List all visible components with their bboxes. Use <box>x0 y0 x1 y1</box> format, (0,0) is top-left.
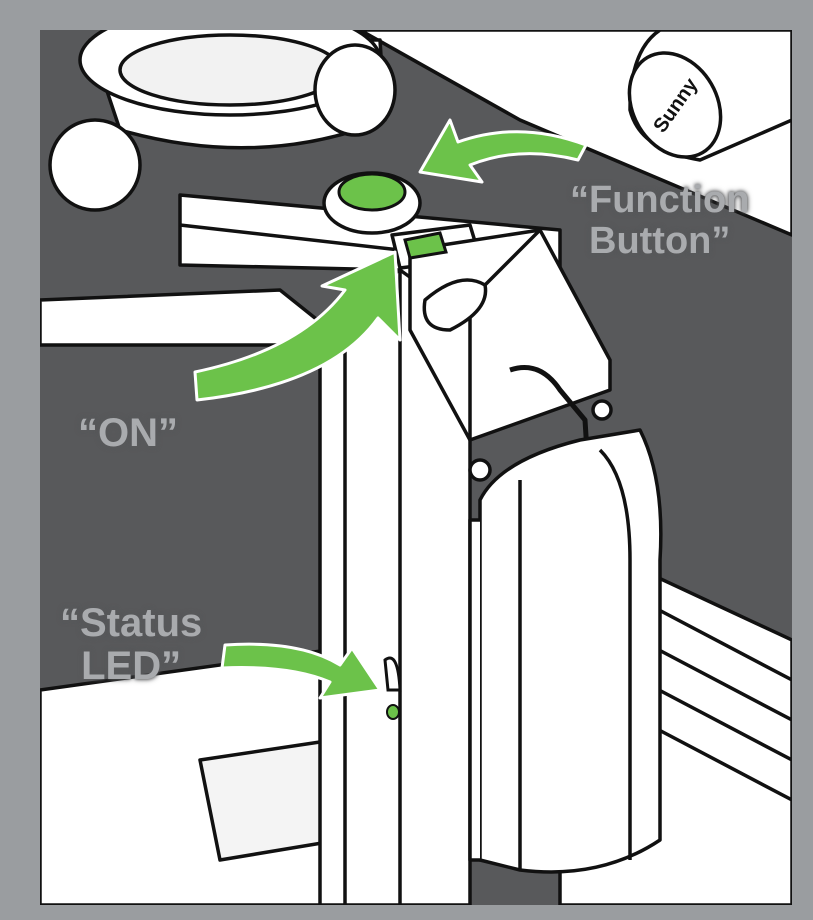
on-label-text: “ON” <box>78 411 178 455</box>
function-button-label-line1: “Function <box>570 179 750 221</box>
function-button[interactable] <box>337 172 407 212</box>
left-knob <box>48 118 142 212</box>
battery <box>478 428 663 874</box>
device-illustration: Sunny <box>40 30 792 905</box>
right-knob <box>313 43 397 137</box>
status-led-label: “Status LED” <box>60 601 203 689</box>
left-bar <box>40 288 332 347</box>
on-label: “ON” <box>78 411 178 455</box>
arrow-to-on-switch-icon <box>193 250 402 402</box>
on-switch[interactable] <box>403 231 448 260</box>
status-led <box>386 704 400 720</box>
function-button-label-line2: Button” <box>589 220 731 263</box>
status-led-label-line2: LED” <box>81 644 182 689</box>
arrow-to-status-led-icon <box>220 642 382 700</box>
function-button-label: “Function Button” <box>570 179 750 263</box>
illustration-panel: Sunny <box>40 30 792 905</box>
arrow-to-function-button-icon <box>418 118 588 184</box>
status-led-label-line1: “Status <box>60 601 203 645</box>
